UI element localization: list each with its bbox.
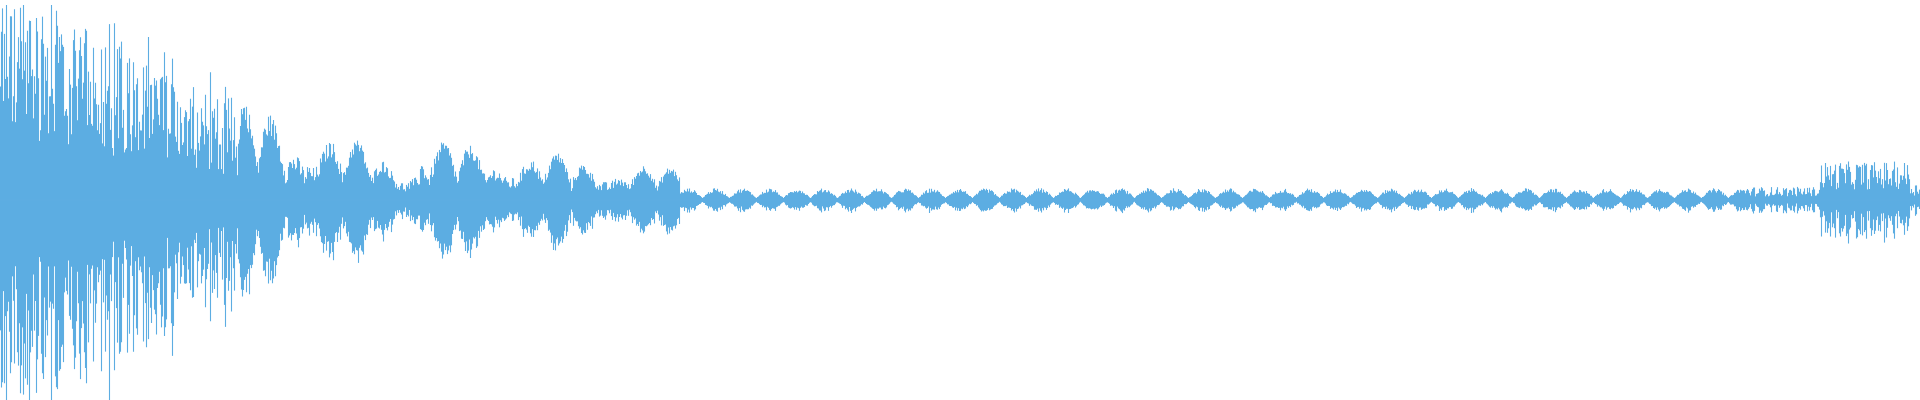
waveform-fill — [0, 5, 1920, 400]
